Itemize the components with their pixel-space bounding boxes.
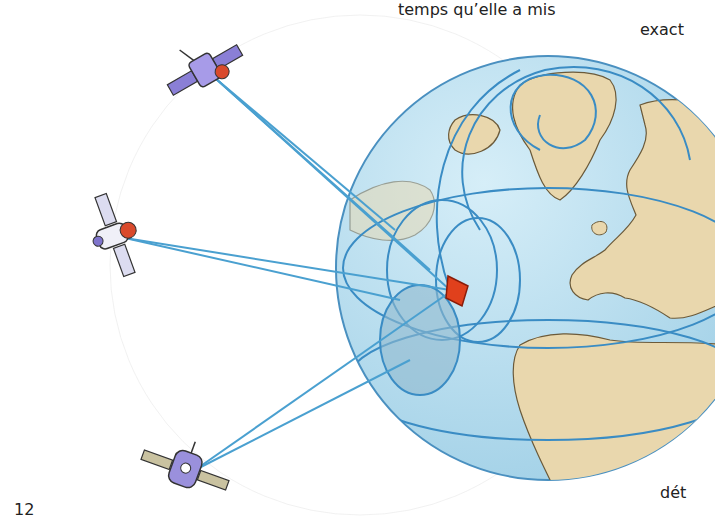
satellite-bottom [137,426,237,500]
text-fragment: dét [660,483,686,502]
orbit-lines [343,67,715,440]
range-circles [380,200,520,395]
position-marker [446,276,468,306]
satellite-top [155,24,248,105]
page-number: 12 [14,500,34,519]
satellite-middle [79,188,150,282]
land [350,72,715,500]
signal-lines [125,78,450,470]
text-fragment: temps qu’elle a mis [398,0,556,19]
text-fragment: exact [640,20,684,39]
